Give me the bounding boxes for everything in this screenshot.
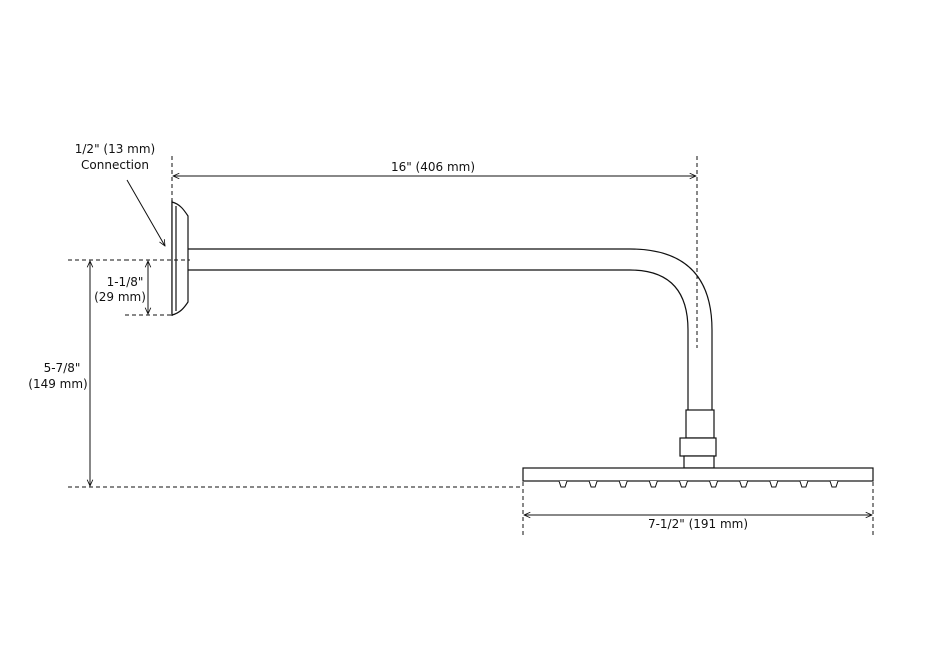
nozzle [618,480,628,488]
arm-length-label: 16" (406 mm) [391,160,475,174]
nozzle [588,480,598,488]
flange-height-label-line2: (29 mm) [94,290,146,304]
nozzle [558,480,568,488]
nozzle [678,480,688,488]
shower-arm [188,248,713,410]
connection-label-line2: Connection [81,158,149,172]
head-width-label: 7-1/2" (191 mm) [648,517,748,531]
nozzle [769,480,779,488]
shower-head-nozzles [558,480,839,488]
nozzle [648,480,658,488]
drop-height-label-line1: 5-7/8" [44,361,81,375]
drop-height-label-line2: (149 mm) [28,377,87,391]
connection-label-line1: 1/2" (13 mm) [75,142,155,156]
wall-flange [171,200,189,316]
nozzle [739,480,749,488]
swivel-connector [679,409,717,469]
flange-height-label-line1: 1-1/8" [107,275,144,289]
shower-head-plate [522,467,874,482]
nozzle [709,480,719,488]
nozzle [829,480,839,488]
connection-leader-arrow [126,179,165,246]
nozzle [799,480,809,488]
